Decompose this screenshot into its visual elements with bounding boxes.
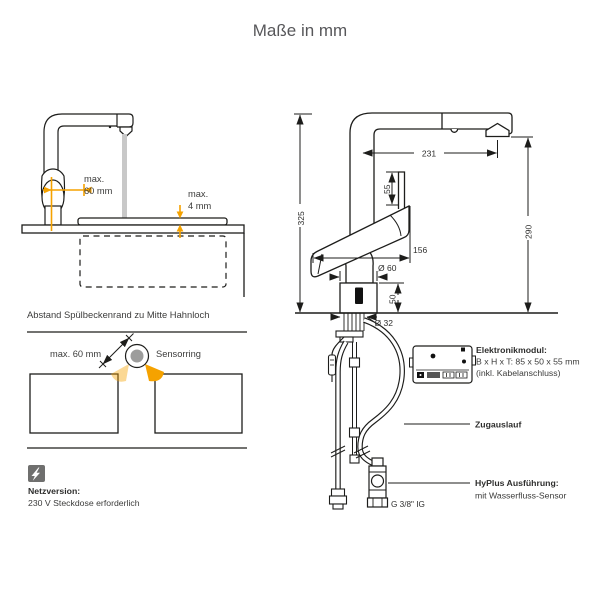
page-title: Maße in mm <box>253 21 347 40</box>
offset-dim-label-line1: max. <box>84 174 104 184</box>
dim-50-label: 50 <box>388 294 398 304</box>
sensor-window <box>355 287 363 304</box>
dim-plate-4mm <box>176 205 184 238</box>
counter-side-view <box>21 217 245 297</box>
faucet-side-base <box>40 168 66 226</box>
top-view-dim-label: max. 60 mm <box>50 349 101 359</box>
flow-sensor-drawing <box>366 457 389 508</box>
dim-290 <box>511 136 533 313</box>
water-stream <box>122 134 127 218</box>
netzversion-heading: Netzversion: <box>28 486 80 496</box>
hyplus-heading: HyPlus Ausführung: <box>475 478 559 488</box>
dim-290-label: 290 <box>524 225 534 239</box>
dim-d32-label: Ø 32 <box>375 318 394 328</box>
hyplus-text: mit Wasserfluss-Sensor <box>475 491 567 501</box>
dim-d60 <box>329 271 388 281</box>
sensor-cone-right <box>145 364 164 382</box>
electronics-module-drawing <box>409 345 476 384</box>
dim-top-view-60mm <box>98 333 134 369</box>
dim-d60-label: Ø 60 <box>378 263 397 273</box>
faucet-tech-view <box>310 112 513 314</box>
dim-231 <box>362 140 498 158</box>
electronics-note: (inkl. Kabelanschluss) <box>476 368 561 378</box>
dim-55 <box>386 171 398 206</box>
dim-231-label: 231 <box>422 149 436 159</box>
dim-325-label: 325 <box>296 211 306 225</box>
dim-156-label: 156 <box>413 245 427 255</box>
electronics-size: B x H x T: 85 x 50 x 55 mm <box>476 357 580 367</box>
dim-50 <box>379 282 404 313</box>
dim-d32 <box>330 313 377 322</box>
faucet-side-view <box>43 113 134 178</box>
dim-156 <box>312 206 411 263</box>
thread-label: G 3/8" IG <box>391 500 425 509</box>
section-heading: Abstand Spülbeckenrand zu Mitte Hahnloch <box>27 309 209 320</box>
lightning-icon <box>28 465 45 482</box>
sink-top-view <box>27 331 247 449</box>
electronics-heading: Elektronikmodul: <box>476 345 547 355</box>
netzversion-text: 230 V Steckdose erforderlich <box>28 498 140 508</box>
under-counter-hoses <box>327 313 405 510</box>
sensor-ring <box>124 343 150 369</box>
zugauslauf-label: Zugauslauf <box>475 420 521 430</box>
plate-dim-label-line1: max. <box>188 189 208 199</box>
plate-dim-label-line2: 4 mm <box>188 201 211 211</box>
dim-55-label: 55 <box>382 184 392 194</box>
dim-325 <box>294 113 312 313</box>
dim-offset-60mm <box>43 177 92 231</box>
sensorring-label: Sensorring <box>156 349 201 359</box>
offset-dim-label-line2: 60 mm <box>84 186 113 196</box>
sink-bowl-dashed-outline <box>79 235 227 288</box>
sensor-cone-left <box>111 364 129 382</box>
